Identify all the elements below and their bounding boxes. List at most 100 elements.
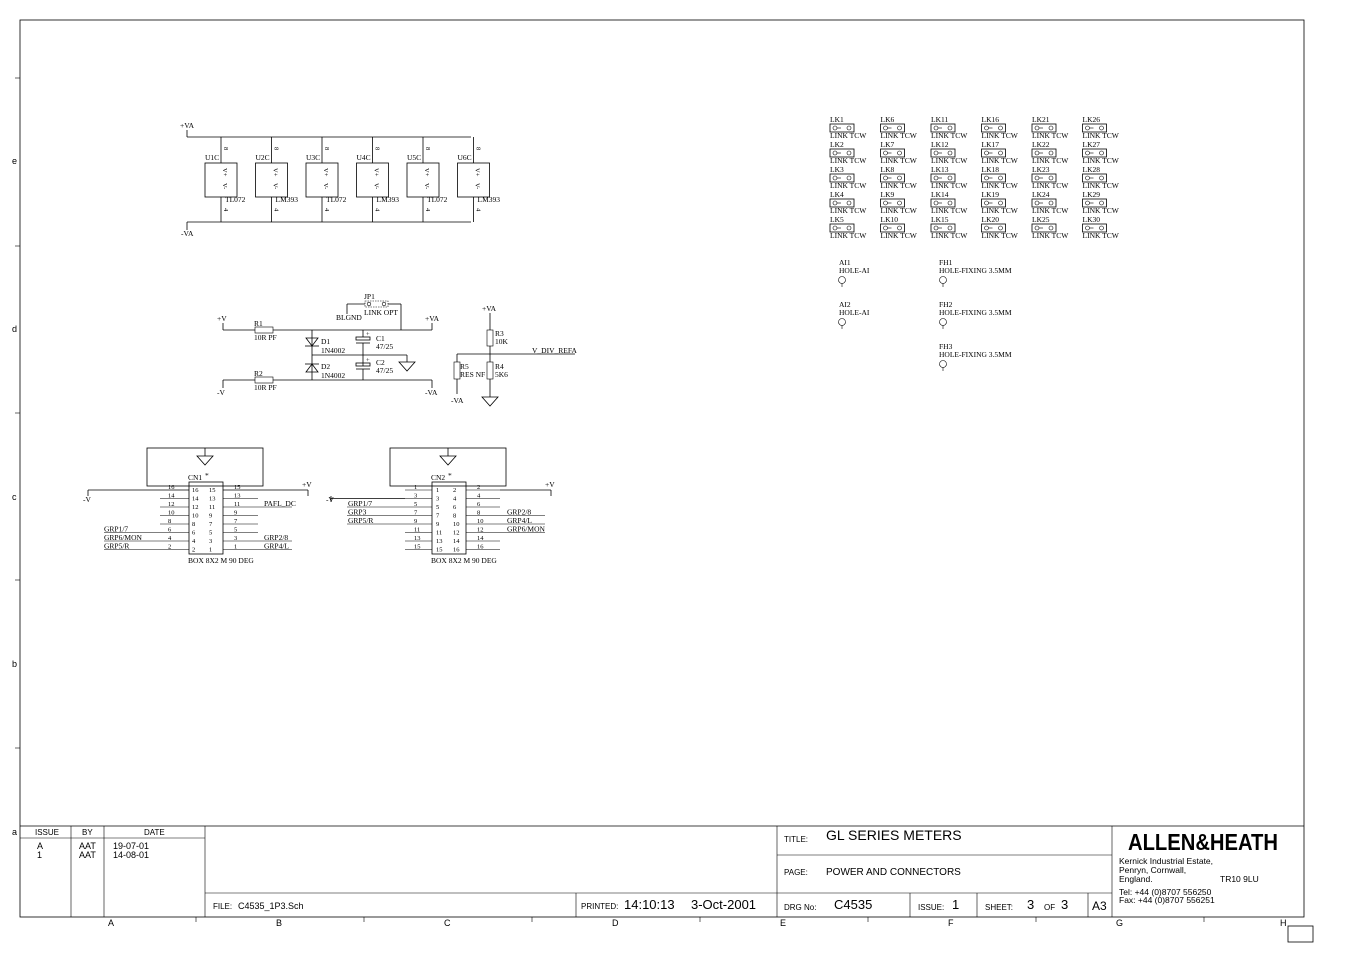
cn1-outer-left-pin: 2 xyxy=(168,544,171,551)
corner-box xyxy=(1287,925,1314,943)
link-type: LINK TCW xyxy=(931,206,968,215)
link-ref: LK15 xyxy=(931,215,949,224)
cn1-body xyxy=(188,481,224,555)
cn1-outer-right-pin: 15 xyxy=(234,484,241,491)
printed-time: 14:10:13 xyxy=(624,897,675,912)
cn2-outer-right-pin: 6 xyxy=(477,501,481,508)
cn2-inner-right-pin: 8 xyxy=(453,513,456,520)
link-type: LINK TCW xyxy=(830,156,867,165)
vminus-label: V- xyxy=(221,183,228,189)
link-jumper xyxy=(829,198,855,208)
r2-value: 10R PF xyxy=(254,383,277,392)
cn2-body xyxy=(431,481,467,555)
issue-label: ISSUE: xyxy=(918,903,944,912)
date-header: DATE xyxy=(144,828,165,837)
cn2-left-net: GRP5/R xyxy=(348,516,373,525)
opamp-unit-3 xyxy=(305,162,339,198)
hole-ai-ref: AI1 xyxy=(839,258,851,267)
cn1-ground xyxy=(196,455,214,466)
cn2-left-net: GRP3 xyxy=(348,508,367,517)
link-type: LINK TCW xyxy=(931,156,968,165)
link-ref: LK22 xyxy=(1032,140,1050,149)
cn1-right-net: PAFL_DC xyxy=(264,499,296,508)
column-ticks xyxy=(195,917,1205,922)
link-ref: LK7 xyxy=(881,140,895,149)
opamp-ref: U1C xyxy=(205,153,219,162)
rev-a-by: AAT xyxy=(79,841,96,851)
r1-value: 10R PF xyxy=(254,333,277,342)
c2-ref: C2 xyxy=(376,358,385,367)
cn2-right-net: GRP4/L xyxy=(507,516,532,525)
link-jumper xyxy=(1031,198,1057,208)
link-jumper xyxy=(880,148,905,158)
pin-number: 4 xyxy=(424,208,431,212)
cn2-outer-left-pin: 1 xyxy=(414,484,417,491)
cn1-ref: CN1 xyxy=(188,473,202,482)
hole-fh-ref: FH2 xyxy=(939,300,953,309)
title-block: ISSUE BY DATE A AAT 19-07-01 1 AAT 14-08… xyxy=(20,825,1304,917)
hole-fh-type: HOLE-FIXING 3.5MM xyxy=(939,308,1012,317)
vplus-label: V+ xyxy=(373,168,380,177)
vminus-label: V- xyxy=(373,183,380,189)
cn1-outer-right-pin: 13 xyxy=(234,493,241,500)
hole-ai-ref: AI2 xyxy=(839,300,851,309)
link-ref: LK2 xyxy=(830,140,844,149)
address-line-3: England. xyxy=(1119,874,1153,884)
r1-ref: R1 xyxy=(254,319,263,328)
link-type: LINK TCW xyxy=(931,181,968,190)
hole-icon xyxy=(939,276,947,284)
file-label: FILE: xyxy=(213,902,232,911)
cn1-outer-left-pin: 8 xyxy=(168,518,171,525)
link-jumper xyxy=(930,173,956,183)
hole-fh-ref: FH1 xyxy=(939,258,953,267)
link-ref: LK13 xyxy=(931,165,949,174)
cn2-inner-left-pin: 11 xyxy=(436,530,442,537)
cn2-outer-right-pin: 10 xyxy=(477,518,484,525)
cn2-inner-right-pin: 10 xyxy=(453,521,460,528)
link-jumper xyxy=(981,198,1006,208)
cn2-inner-left-pin: 1 xyxy=(436,487,439,494)
link-jumper xyxy=(1031,173,1057,183)
link-ref: LK24 xyxy=(1032,190,1050,199)
link-ref: LK3 xyxy=(830,165,844,174)
link-type: LINK TCW xyxy=(1083,181,1120,190)
printed-label: PRINTED: xyxy=(581,902,618,911)
cn1-vn-label: -V xyxy=(83,495,91,504)
cn2-ground xyxy=(439,455,457,466)
rail-vneg-label: -VA xyxy=(181,229,194,238)
link-type: LINK TCW xyxy=(982,131,1019,140)
cn2-inner-right-pin: 14 xyxy=(453,538,460,545)
link-ref: LK8 xyxy=(881,165,895,174)
link-jumper xyxy=(1031,148,1057,158)
link-ref: LK10 xyxy=(881,215,899,224)
link-ref: LK28 xyxy=(1083,165,1101,174)
cn1-inner-left-pin: 2 xyxy=(192,547,195,554)
vap2-label: +VA xyxy=(482,304,497,313)
vplus-label: V+ xyxy=(474,168,481,177)
pin-number: 8 xyxy=(273,147,280,150)
cn2-inner-left-pin: 5 xyxy=(436,504,439,511)
ground-symbol xyxy=(398,361,416,372)
vplus-label: V+ xyxy=(272,168,279,177)
cn2-type: BOX 8X2 M 90 DEG xyxy=(431,556,497,565)
link-jumper xyxy=(1031,123,1057,133)
opamp-part: LM393 xyxy=(478,195,501,204)
opamp-part: TL072 xyxy=(427,195,448,204)
issue-header: ISSUE xyxy=(35,828,59,837)
link-ref: LK25 xyxy=(1032,215,1050,224)
rev-1-by: AAT xyxy=(79,850,96,860)
pin-number: 8 xyxy=(323,147,330,150)
link-ref: LK9 xyxy=(881,190,895,199)
c2-capacitor xyxy=(355,362,371,367)
cn1-left-net: GRP6/MON xyxy=(104,533,143,542)
pin-number: 4 xyxy=(273,208,280,212)
col-label-c: C xyxy=(444,918,451,928)
rail-vpos-label: +VA xyxy=(180,121,195,130)
link-type: LINK TCW xyxy=(931,131,968,140)
d2-value: 1N4002 xyxy=(321,371,345,380)
cn1-inner-right-pin: 5 xyxy=(209,530,212,537)
d1-diode xyxy=(305,337,319,347)
row-labels: e d c b a xyxy=(12,156,17,837)
r4-resistor xyxy=(486,361,494,380)
